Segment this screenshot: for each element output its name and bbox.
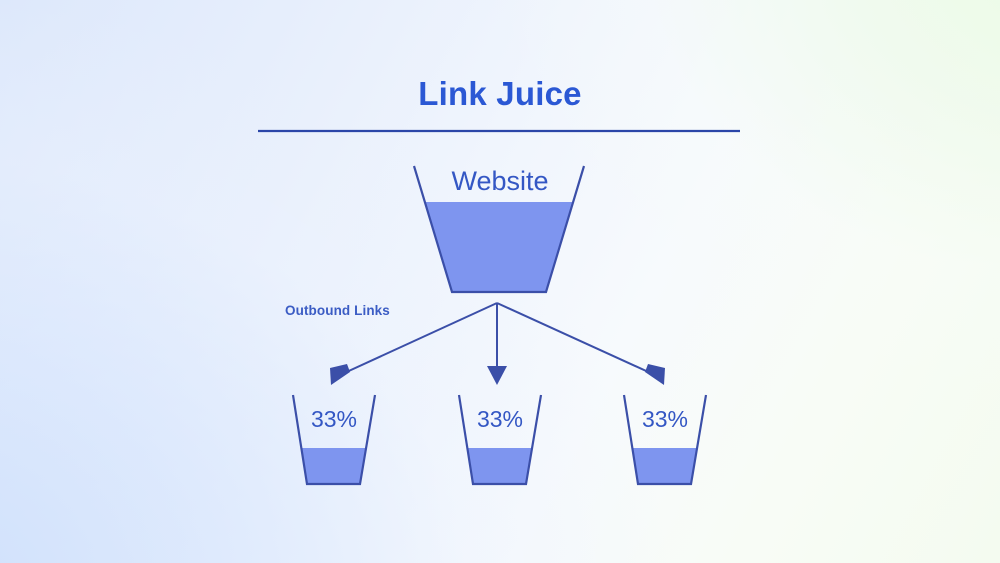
page-title: Link Juice	[418, 75, 582, 112]
arrow-line-right	[496, 302, 656, 376]
target-funnel-3	[622, 394, 708, 486]
arrow-head-center	[487, 366, 507, 385]
arrow-line-left	[339, 302, 498, 376]
outbound-links-label: Outbound Links	[285, 303, 390, 318]
website-funnel-fill	[414, 202, 584, 292]
target-funnel-1-outline	[291, 394, 377, 486]
arrow-head-left	[330, 364, 350, 385]
target-funnel-2-label: 33%	[476, 406, 524, 432]
target-funnel-2	[457, 394, 543, 486]
target-funnel-2-outline	[457, 394, 543, 486]
arrow-head-right	[645, 364, 665, 385]
target-funnel-1-label: 33%	[310, 406, 358, 432]
target-funnel-1	[291, 394, 377, 486]
target-funnel-3-label: 33%	[641, 406, 689, 432]
website-funnel-outline	[412, 165, 586, 294]
outbound-arrows	[330, 302, 665, 385]
target-funnel-3-outline	[622, 394, 708, 486]
website-funnel-label: Website	[451, 166, 549, 196]
